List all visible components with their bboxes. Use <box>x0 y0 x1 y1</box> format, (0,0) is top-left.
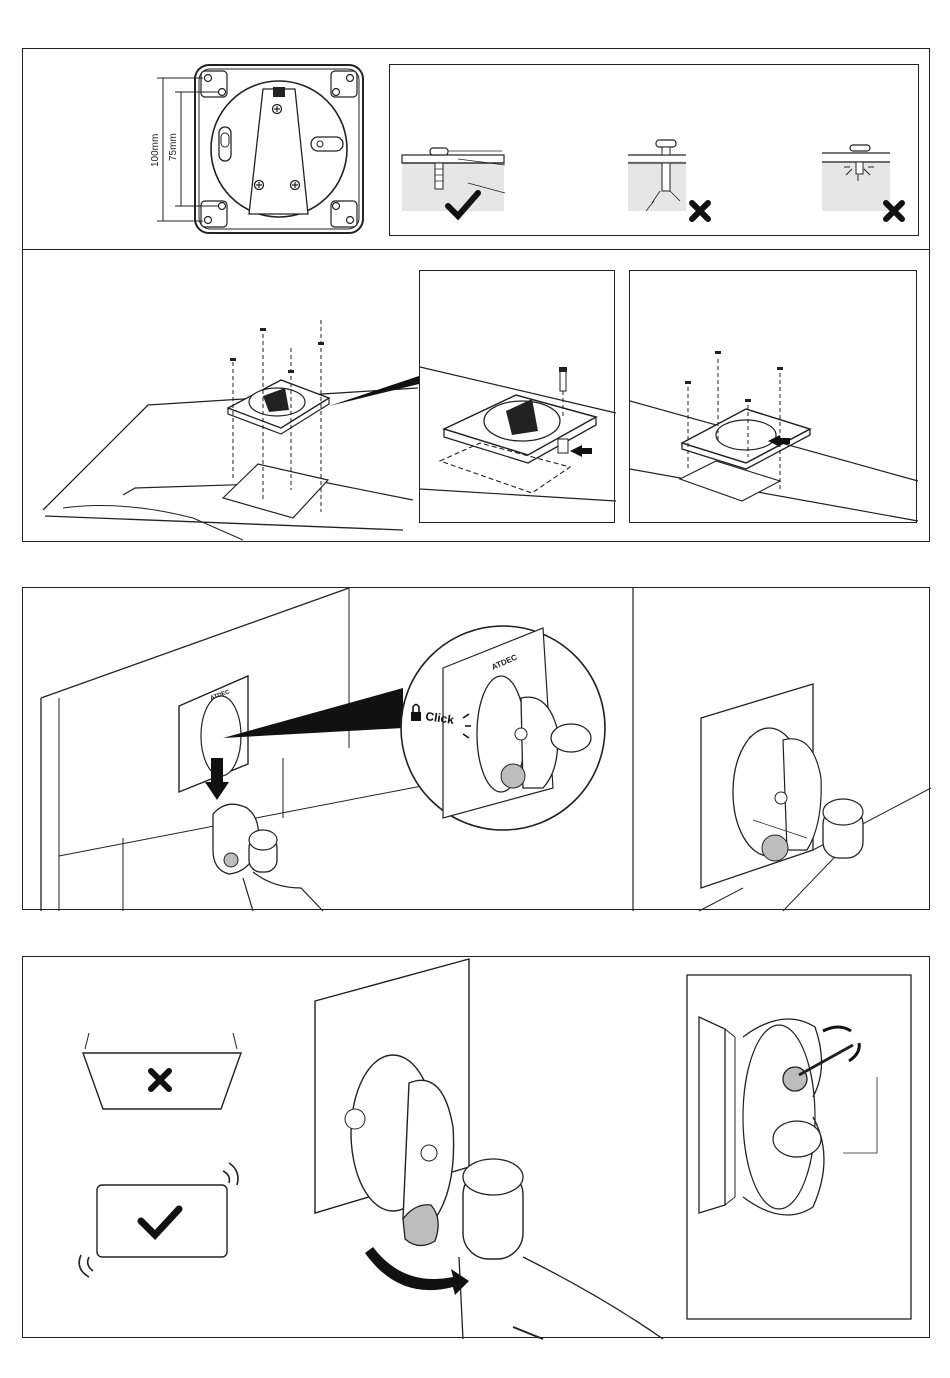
attach-monitor-panel: ATDEC ATDEC Click ATDEC <box>22 587 930 910</box>
zoom-detail-box-2 <box>629 270 917 523</box>
dim-inner-label: 75mm <box>168 133 179 161</box>
screw-depth-box <box>389 64 919 236</box>
plate-install-drawing <box>630 271 918 524</box>
adjust-drawing: ATDEC <box>23 957 931 1339</box>
arrow-icon <box>570 445 592 457</box>
plate-detail-drawing <box>420 271 616 524</box>
vesa-pattern-panel: 100mm 75mm <box>22 48 930 250</box>
plate-mounting-panel <box>22 249 930 542</box>
attach-drawing: ATDEC ATDEC Click ATDEC <box>23 588 931 911</box>
adjust-tension-panel: ATDEC <box>22 956 930 1338</box>
zoom-detail-box-1 <box>419 270 615 523</box>
rotate-arrow-icon <box>365 1247 469 1295</box>
cross-icon <box>692 203 708 219</box>
screw-depth-drawing <box>390 65 920 237</box>
dim-outer-label: 100mm <box>150 134 161 167</box>
